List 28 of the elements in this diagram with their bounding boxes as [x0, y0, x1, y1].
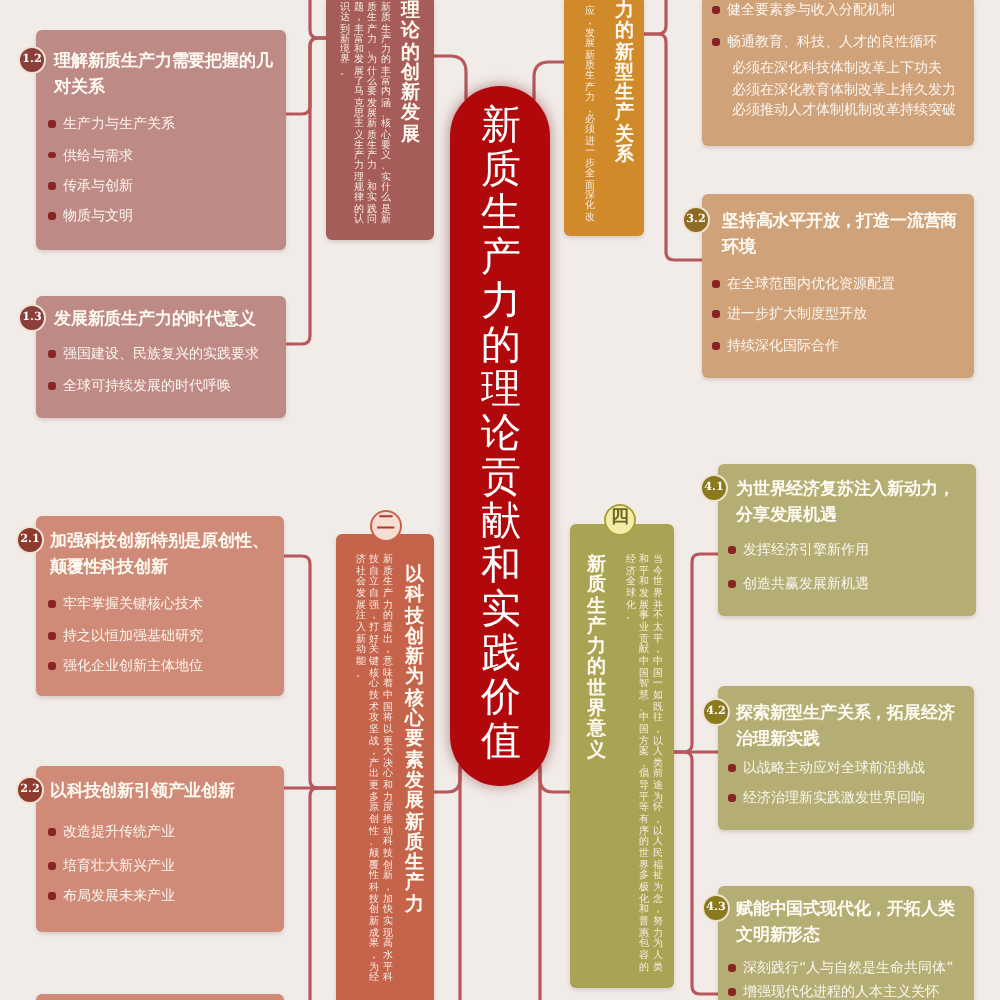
- card-title: 坚持高水平开放，打造一流营商环境: [722, 207, 960, 259]
- section-title: 以科技创新为核心要素发展新质生产力: [402, 566, 427, 917]
- card-title: 以科技创新引领产业创新: [50, 777, 237, 803]
- banner-title: 新质生产力的理论贡献和实践价值: [479, 102, 523, 762]
- section-title: 理论的创新发展: [398, 2, 423, 147]
- card-title: 加强科技创新特别是原创性、颠覆性科技创新: [50, 527, 271, 579]
- card-title: 赋能中国式现代化，开拓人类文明新形态: [736, 895, 957, 947]
- card-title: 探索新型生产关系，拓展经济治理新实践: [736, 699, 957, 751]
- section-title: 力的新型生产关系: [612, 2, 637, 167]
- number-badge: 四: [604, 504, 636, 536]
- section-title: 新质生产力的世界意义: [584, 556, 609, 762]
- card-title: 发展新质生产力的时代意义: [54, 305, 258, 331]
- connector-line: [308, 786, 338, 1000]
- connector-line: [538, 764, 542, 1000]
- connector-line: [532, 60, 566, 101]
- connector-line: [458, 764, 462, 1000]
- connector-line: [642, 32, 704, 262]
- connector-line: [672, 750, 720, 996]
- topic-card: [702, 0, 974, 146]
- topic-card: [36, 994, 284, 1000]
- number-badge: 二: [370, 510, 402, 542]
- connector-line: [432, 54, 468, 101]
- section-panel: [564, 0, 644, 236]
- card-title: 为世界经济复苏注入新动力，分享发展机遇: [736, 475, 957, 527]
- section-panel: [326, 0, 434, 240]
- card-title: 理解新质生产力需要把握的几对关系: [54, 47, 274, 99]
- connector-line: [284, 36, 328, 346]
- title-banner: [450, 86, 550, 786]
